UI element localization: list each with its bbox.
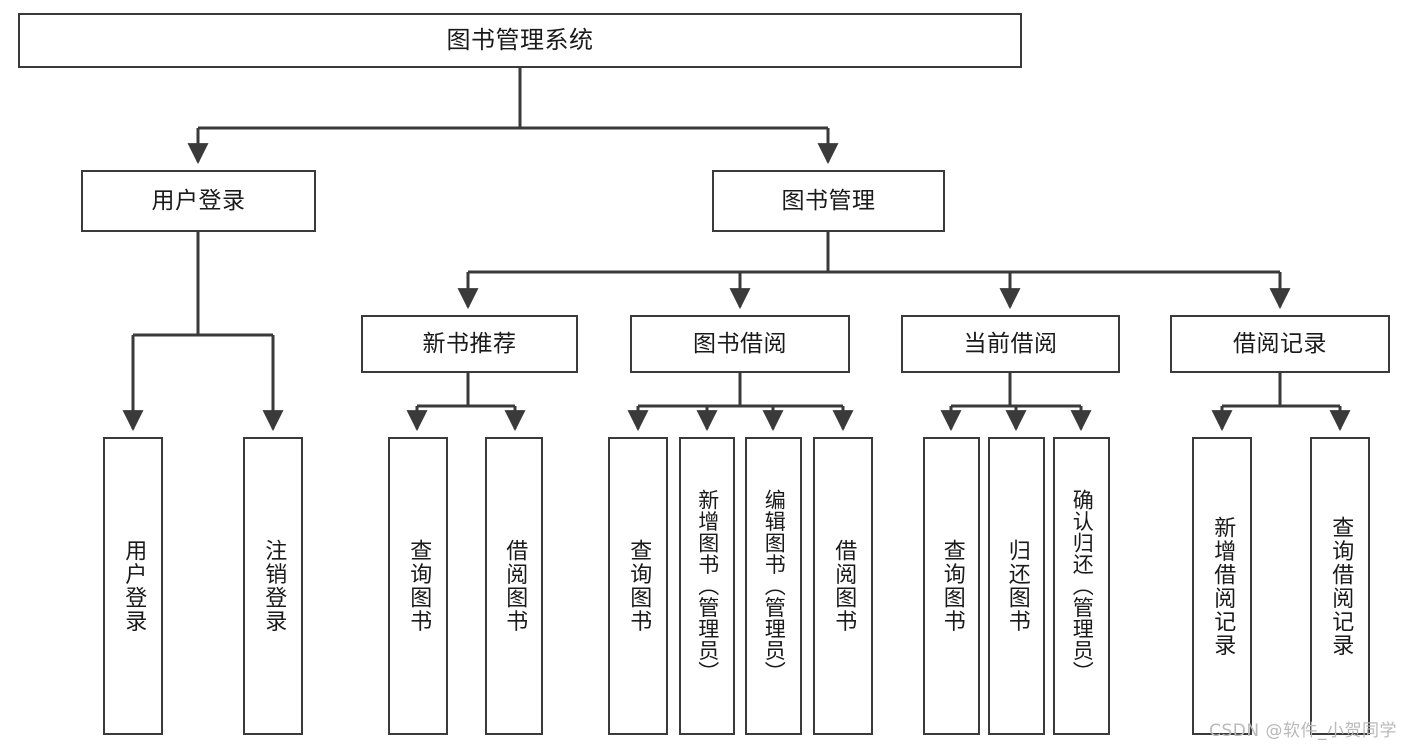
leaf-current-borrow-3-label: 确认归还（管理员）	[1070, 489, 1095, 683]
node-borrow-record-label: 借阅记录	[1233, 330, 1327, 357]
leaf-current-borrow-2[interactable]: 归还图书	[988, 437, 1045, 735]
node-root-system-label: 图书管理系统	[446, 25, 594, 54]
node-borrow-record[interactable]: 借阅记录	[1170, 315, 1390, 373]
leaf-book-borrow-3-wrap: 编辑图书（管理员）	[747, 439, 800, 733]
node-user-login[interactable]: 用户登录	[81, 170, 316, 232]
leaf-user-login-1-label: 用户登录	[121, 539, 147, 633]
leaf-current-borrow-2-label: 归还图书	[1004, 539, 1030, 633]
node-current-borrow[interactable]: 当前借阅	[901, 315, 1120, 373]
leaf-user-login-1[interactable]: 用户登录	[103, 437, 163, 735]
leaf-current-borrow-3[interactable]: 确认归还（管理员）	[1053, 437, 1110, 735]
leaf-borrow-record-1[interactable]: 新增借阅记录	[1192, 437, 1252, 735]
node-root-system[interactable]: 图书管理系统	[18, 13, 1022, 68]
leaf-book-borrow-3[interactable]: 编辑图书（管理员）	[745, 437, 802, 735]
leaf-current-borrow-3-wrap: 确认归还（管理员）	[1055, 439, 1108, 733]
csdn-watermark: CSDN @软件_小贺同学	[1209, 721, 1397, 741]
leaf-user-login-2-label: 注销登录	[261, 539, 287, 633]
leaf-new-book-2-wrap: 借阅图书	[487, 439, 541, 733]
leaf-book-borrow-4[interactable]: 借阅图书	[813, 437, 873, 735]
node-book-manage[interactable]: 图书管理	[712, 170, 945, 232]
leaf-borrow-record-1-wrap: 新增借阅记录	[1194, 439, 1250, 733]
leaf-book-borrow-2-wrap: 新增图书（管理员）	[681, 439, 733, 733]
leaf-new-book-1[interactable]: 查询图书	[388, 437, 448, 735]
node-new-book-recommend[interactable]: 新书推荐	[361, 315, 578, 373]
leaf-new-book-1-label: 查询图书	[406, 539, 432, 633]
leaf-book-borrow-4-label: 借阅图书	[831, 539, 857, 633]
leaf-book-borrow-2-label: 新增图书（管理员）	[695, 489, 720, 683]
node-user-login-label: 用户登录	[151, 187, 246, 214]
node-book-borrow-label: 图书借阅	[693, 330, 787, 357]
leaf-current-borrow-1[interactable]: 查询图书	[923, 437, 980, 735]
node-book-manage-label: 图书管理	[781, 187, 876, 214]
leaf-user-login-2-wrap: 注销登录	[245, 439, 301, 733]
leaf-borrow-record-1-label: 新增借阅记录	[1210, 515, 1236, 657]
node-current-borrow-label: 当前借阅	[963, 330, 1058, 357]
node-book-borrow[interactable]: 图书借阅	[630, 315, 850, 373]
leaf-book-borrow-1[interactable]: 查询图书	[608, 437, 668, 735]
leaf-user-login-2[interactable]: 注销登录	[243, 437, 303, 735]
leaf-borrow-record-2-label: 查询借阅记录	[1328, 515, 1354, 657]
leaf-current-borrow-2-wrap: 归还图书	[990, 439, 1043, 733]
leaf-current-borrow-1-wrap: 查询图书	[925, 439, 978, 733]
leaf-user-login-1-wrap: 用户登录	[105, 439, 161, 733]
leaf-new-book-2-label: 借阅图书	[502, 539, 528, 633]
leaf-book-borrow-2[interactable]: 新增图书（管理员）	[679, 437, 735, 735]
leaf-book-borrow-3-label: 编辑图书（管理员）	[762, 489, 787, 683]
leaf-borrow-record-2-wrap: 查询借阅记录	[1312, 439, 1368, 733]
leaf-new-book-2[interactable]: 借阅图书	[485, 437, 543, 735]
leaf-book-borrow-1-wrap: 查询图书	[610, 439, 666, 733]
leaf-book-borrow-4-wrap: 借阅图书	[815, 439, 871, 733]
leaf-borrow-record-2[interactable]: 查询借阅记录	[1310, 437, 1370, 735]
leaf-current-borrow-1-label: 查询图书	[939, 539, 965, 633]
node-new-book-recommend-label: 新书推荐	[422, 330, 517, 357]
leaf-book-borrow-1-label: 查询图书	[626, 539, 652, 633]
leaf-new-book-1-wrap: 查询图书	[390, 439, 446, 733]
